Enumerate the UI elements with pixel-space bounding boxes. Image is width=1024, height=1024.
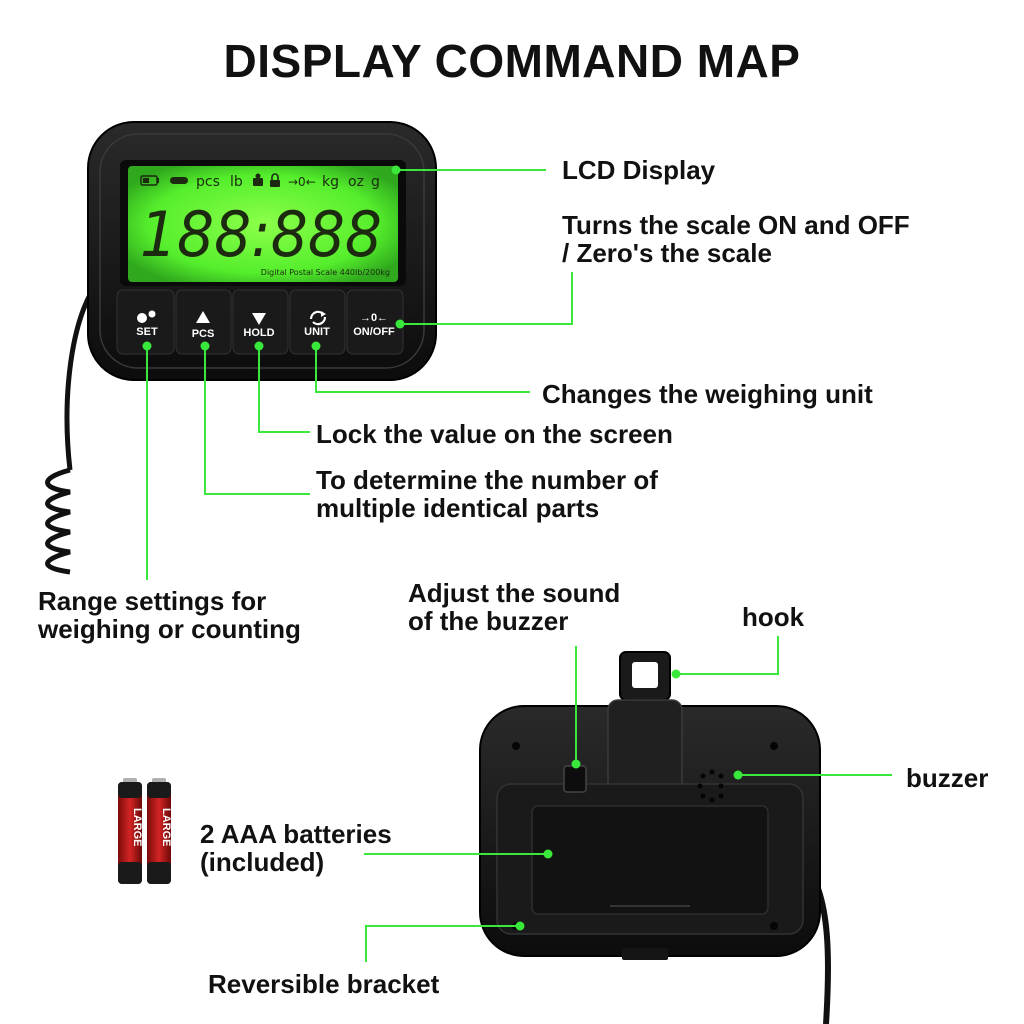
lock-icon [270,173,280,187]
back-device [479,651,832,1024]
leader-hold [258,346,310,433]
batteries: LARGE LARGE [118,778,172,884]
hook [619,651,671,701]
callout-batteries-line1: 2 AAA batteries [200,819,392,849]
callout-bracket: Reversible bracket [208,969,440,999]
leader-bracket [365,925,520,962]
onoff-button[interactable]: →0← ON/OFF [346,289,404,355]
callout-pcs-line2: multiple identical parts [316,493,600,523]
set-button-label: SET [136,326,158,338]
zero-icon: →0← [360,312,388,324]
lcd-model-text: Digital Postal Scale 440lb/200kg [261,268,390,277]
leader-unit [315,346,530,393]
callout-buzzer-switch-line2: of the buzzer [408,606,569,636]
callout-buzzer-switch-line1: Adjust the sound [408,578,621,608]
callout-onoff-line1: Turns the scale ON and OFF [562,210,910,240]
leader-hook [676,636,779,675]
hold-button[interactable]: HOLD [232,289,289,355]
callout-buzzer-switch: Adjust the sound of the buzzer [408,579,620,635]
lcd-display: pcs lb →0← kg oz g 188:888 Digital Posta… [120,160,406,286]
lcd-digits: 188:888 [140,198,382,271]
lcd-indicator-zero: →0← [288,175,316,189]
reversible-bracket [496,783,804,935]
lcd-indicator-oz: oz [348,174,364,190]
callout-set: Range settings for weighing or counting [38,587,301,643]
lcd-indicator-g: g [371,174,380,190]
lcd-indicator-pcs: pcs [196,174,220,190]
callout-set-line1: Range settings for [38,586,267,616]
gear-icon [137,310,156,323]
leader-dots [142,165,743,931]
buzzer-switch[interactable] [563,765,587,793]
callout-pcs-line1: To determine the number of [316,465,658,495]
leader-lines [146,169,892,962]
lcd-indicator-lb: lb [230,174,243,190]
battery-brand-label: LARGE [131,808,143,847]
triangle-up-icon [196,311,210,323]
set-button[interactable]: SET [116,289,175,355]
battery-left: LARGE [118,778,143,884]
callout-onoff: Turns the scale ON and OFF / Zero's the … [562,211,910,267]
leader-onoff [400,272,573,325]
unit-button-label: UNIT [304,326,330,338]
lcd-indicator-kg: kg [322,174,339,190]
leader-pcs [204,346,310,495]
button-row: SET PCS HOLD UNIT →0← ON/OFF [116,289,404,355]
callout-set-line2: weighing or counting [38,614,301,644]
hold-button-label: HOLD [243,327,274,339]
callout-unit: Changes the weighing unit [542,379,873,409]
callout-batteries-line2: (included) [200,847,325,877]
callout-hold: Lock the value on the screen [316,419,673,449]
pcs-button-label: PCS [192,328,215,340]
callout-pcs: To determine the number of multiple iden… [316,466,658,522]
buzzer-speaker [697,769,724,803]
triangle-down-icon [252,313,266,325]
callout-hook: hook [742,602,805,632]
tare-weight-icon [253,173,263,186]
onoff-button-label: ON/OFF [353,326,395,338]
callout-onoff-line2: / Zero's the scale [562,238,772,268]
page-title: DISPLAY COMMAND MAP [223,35,801,87]
pcs-button[interactable]: PCS [175,289,232,355]
battery-right: LARGE [147,778,172,884]
unit-button[interactable]: UNIT [289,289,346,355]
battery-brand-label: LARGE [160,808,172,847]
callout-lcd: LCD Display [562,155,716,185]
callout-buzzer: buzzer [906,763,989,793]
callout-batteries: 2 AAA batteries (included) [200,820,392,876]
